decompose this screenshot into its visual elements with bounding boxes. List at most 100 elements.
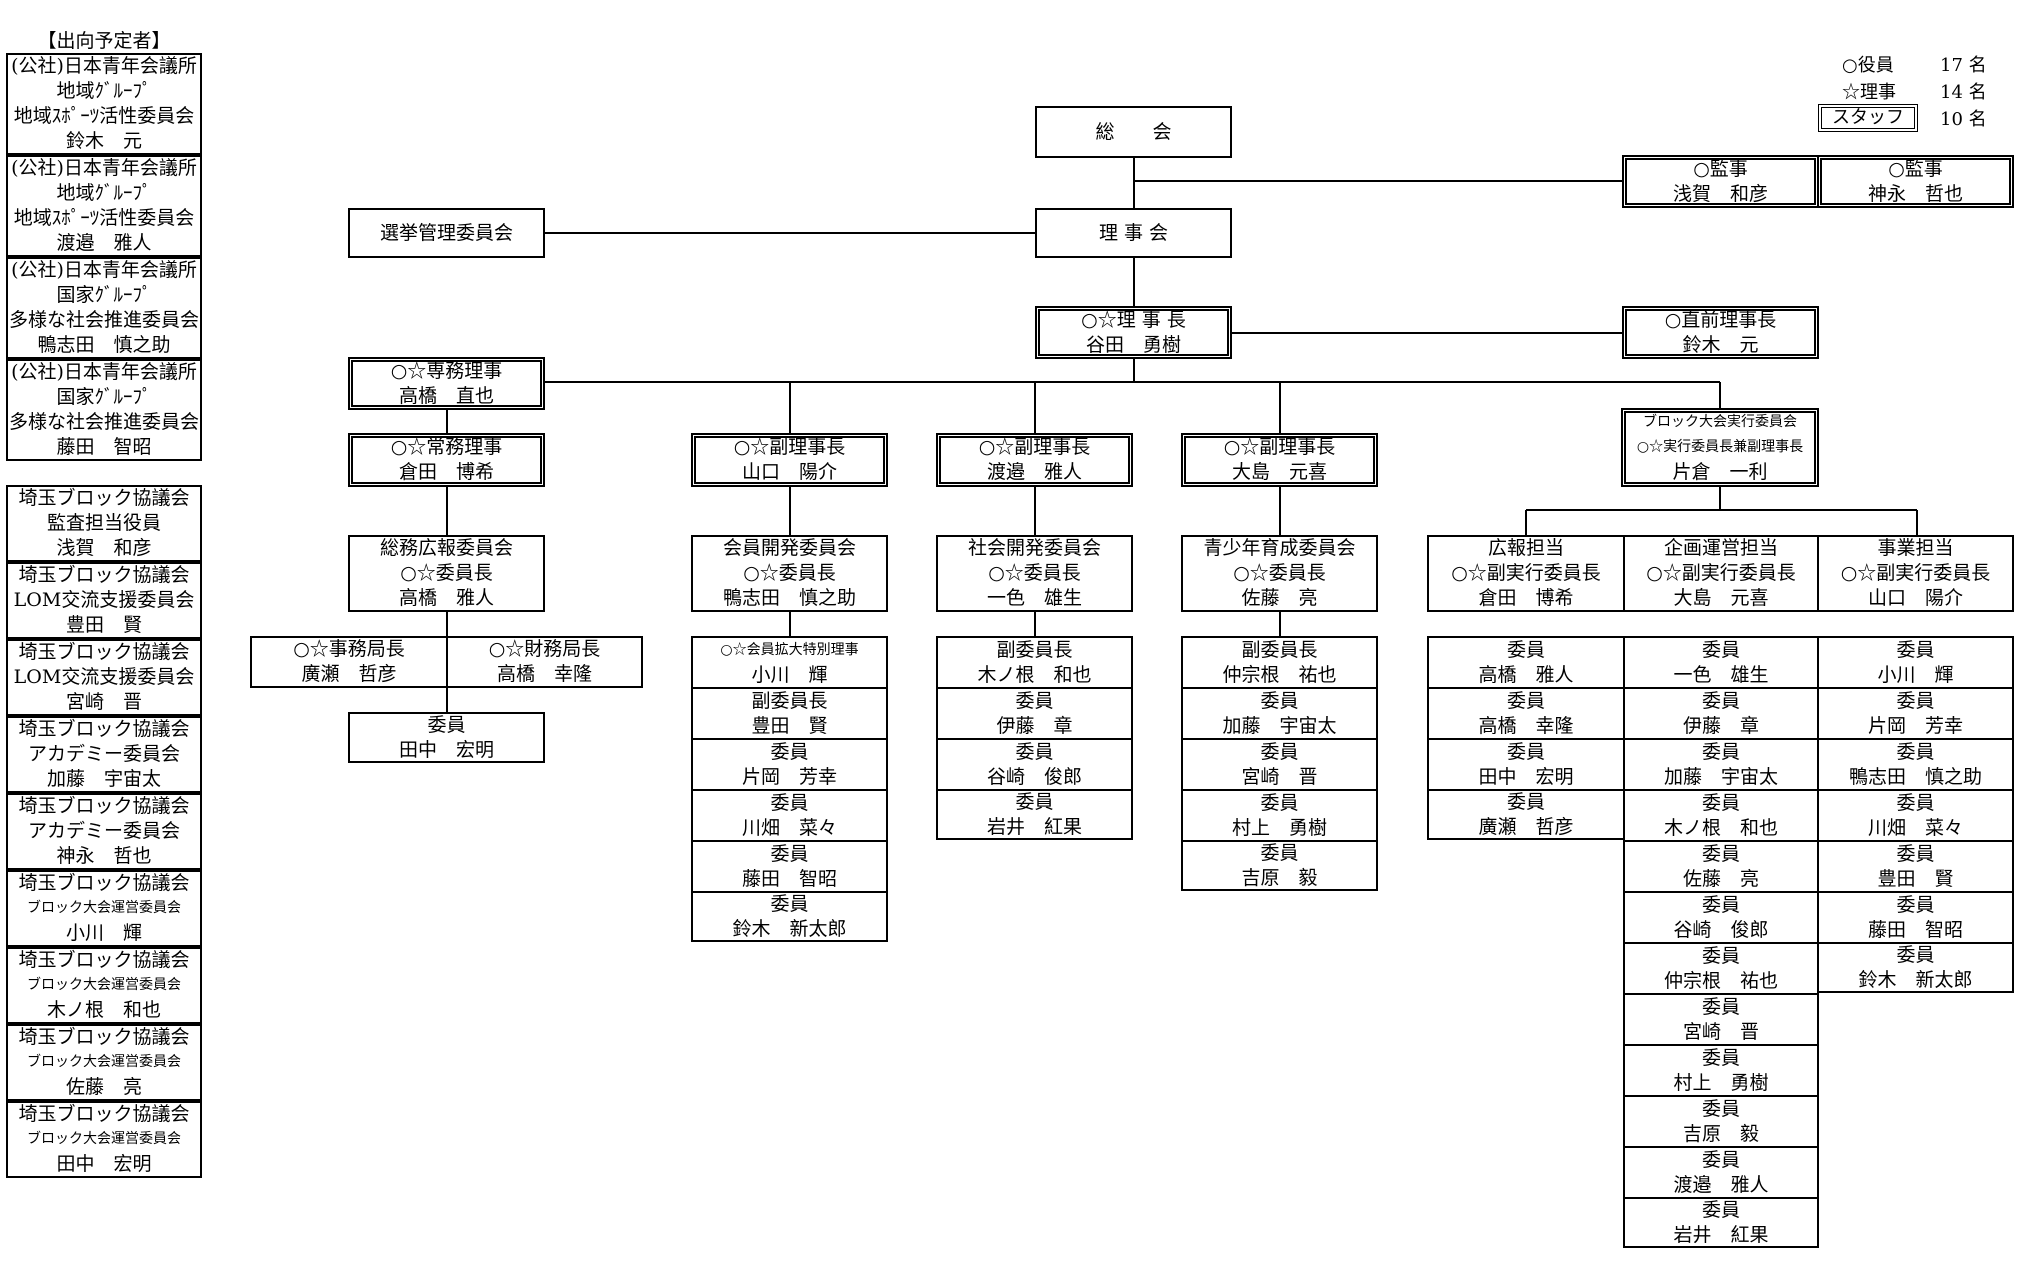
committee-role: ○☆委員長 [1233,562,1326,584]
committee-chair: 鴨志田 慎之助 [722,587,856,609]
member-box: 委員藤田 智昭 [1817,891,2014,944]
outbound-role: ブロック大会運営委員会 [27,1054,181,1070]
member-box: 委員吉原 毅 [1623,1095,1819,1148]
outbound-org: 埼玉ブロック協議会 [18,1103,190,1125]
member-role: 副委員長 [1241,638,1318,661]
member-box: 委員村上 勇樹 [1181,789,1378,842]
outbound-name: 鈴木 元 [65,130,142,152]
member-role: 委員 [1506,689,1545,712]
member-box: 委員廣瀬 哲彦 [1427,789,1625,840]
member-box: 委員豊田 賢 [1817,840,2014,893]
node-person: 山口 陽介 [741,461,837,483]
member-role: 委員 [1701,893,1740,916]
member-role: 委員 [1896,842,1935,865]
outbound-name: 佐藤 亮 [65,1076,142,1098]
member-name: 伊藤 章 [996,714,1073,737]
member-box: 委員谷崎 俊郎 [1623,891,1819,944]
outbound-name: 木ノ根 和也 [46,999,161,1021]
member-box: 委員一色 雄生 [1623,636,1819,689]
executive-director-box: ○☆専務理事 高橋 直也 [348,357,545,410]
president-box: ○☆理 事 長 谷田 勇樹 [1035,306,1232,359]
member-box: 委員吉原 毅 [1181,840,1378,891]
outbound-role: 監査担当役員 [46,512,161,534]
outbound-group: 地域ｸﾞﾙｰﾌﾟ [56,80,152,102]
member-box: 委員伊藤 章 [1623,687,1819,740]
outbound-role: LOM交流支援委員会 [13,589,195,611]
member-box: 委員岩井 紅果 [936,789,1133,840]
member-role: 委員 [1896,791,1935,814]
member-name: 岩井 紅果 [986,815,1082,838]
member-box: 委員村上 勇樹 [1623,1044,1819,1097]
member-name: 仲宗根 祐也 [1222,663,1337,686]
legend-officers-count: 17 名 [1940,55,1987,76]
outbound-org: (公社)日本青年会議所 [11,361,197,383]
member-box: 委員鴨志田 慎之助 [1817,738,2014,791]
outbound-org: 埼玉ブロック協議会 [18,949,190,971]
lead-box-planning: 企画運営担当 ○☆副実行委員長 大島 元喜 [1623,535,1819,612]
member-name: 岩井 紅果 [1673,1223,1769,1246]
member-name: 田中 宏明 [398,738,494,761]
member-role: 委員 [1896,893,1935,916]
member-name: 藤田 智昭 [1867,918,1963,941]
secretary-general-box: ○☆事務局長 廣瀬 哲彦 [250,636,448,688]
legend-directors: ☆理事 [1842,80,1896,105]
member-name: 鈴木 新太郎 [1858,968,1973,991]
committee-name: 総務広報委員会 [379,537,513,559]
member-name: 鴨志田 慎之助 [1848,765,1982,788]
outbound-role: LOM交流支援委員会 [13,666,195,688]
member-role: 委員 [1015,689,1054,712]
outbound-block-3: 埼玉ブロック協議会 LOM交流支援委員会 宮崎 晋 [6,639,202,716]
outbound-org: (公社)日本青年会議所 [11,55,197,77]
outbound-jc-2: (公社)日本青年会議所 地域ｸﾞﾙｰﾌﾟ 地域ｽﾎﾟｰﾂ活性委員会 渡邉 雅人 [6,155,202,257]
lead-role: ○☆副実行委員長 [1840,562,1991,584]
lead-person: 大島 元喜 [1673,587,1769,609]
outbound-role: ブロック大会運営委員会 [27,977,181,993]
outbound-block-9: 埼玉ブロック協議会 ブロック大会運営委員会 田中 宏明 [6,1101,202,1178]
member-role: 委員 [1701,1148,1740,1171]
outbound-group: 国家ｸﾞﾙｰﾌﾟ [56,284,152,306]
legend-directors-count: 14 名 [1940,82,1987,103]
committee-role: ○☆委員長 [743,562,836,584]
outbound-name: 神永 哲也 [56,845,152,867]
node-title: 選挙管理委員会 [379,221,513,244]
committee-name: 青少年育成委員会 [1203,537,1356,559]
node-title: ○監事 [1693,157,1748,180]
lead-name: 事業担当 [1877,537,1954,559]
member-role: 委員 [1506,740,1545,763]
member-box: 委員小川 輝 [1817,636,2014,689]
node-title: ○☆事務局長 [293,638,405,660]
node-title: ○☆副理事長 [978,436,1091,458]
committee-chair: 佐藤 亮 [1241,587,1318,609]
committee-box-youth-dev: 青少年育成委員会 ○☆委員長 佐藤 亮 [1181,535,1378,612]
outbound-role: アカデミー委員会 [27,820,180,842]
treasurer-box: ○☆財務局長 高橋 幸隆 [446,636,643,688]
member-role: 委員 [1015,790,1054,813]
member-name: 加藤 宇宙太 [1663,765,1778,788]
node-person: 鈴木 元 [1682,333,1759,356]
node-person: 廣瀬 哲彦 [301,663,397,685]
member-role: 委員 [1506,638,1545,661]
member-box: 委員藤田 智昭 [691,840,888,893]
outbound-block-2: 埼玉ブロック協議会 LOM交流支援委員会 豊田 賢 [6,562,202,639]
member-role: 委員 [1701,842,1740,865]
node-title: ○☆財務局長 [488,638,601,660]
committee-box-social-dev: 社会開発委員会 ○☆委員長 一色 雄生 [936,535,1133,612]
vice-president-box-3: ○☆副理事長 大島 元喜 [1181,433,1378,487]
node-title: 理 事 会 [1098,221,1169,244]
committee-box-member-dev: 会員開発委員会 ○☆委員長 鴨志田 慎之助 [691,535,888,612]
outbound-name: 浅賀 和彦 [56,537,152,559]
member-box: 委員鈴木 新太郎 [691,891,888,942]
member-box: 委員木ノ根 和也 [1623,789,1819,842]
member-box: 委員片岡 芳幸 [1817,687,2014,740]
node-person: 谷田 勇樹 [1085,333,1181,356]
outbound-org: 埼玉ブロック協議会 [18,872,190,894]
member-role: 委員 [1896,638,1935,661]
member-box: 委員岩井 紅果 [1623,1197,1819,1248]
member-box: 委員高橋 雅人 [1427,636,1625,689]
member-name: 木ノ根 和也 [1663,816,1778,839]
lead-role: ○☆副実行委員長 [1451,562,1601,584]
member-name: 川畑 菜々 [1867,816,1963,839]
member-name: 高橋 雅人 [1478,663,1574,686]
outbound-org: (公社)日本青年会議所 [11,259,197,281]
member-role: 委員 [1701,995,1740,1018]
